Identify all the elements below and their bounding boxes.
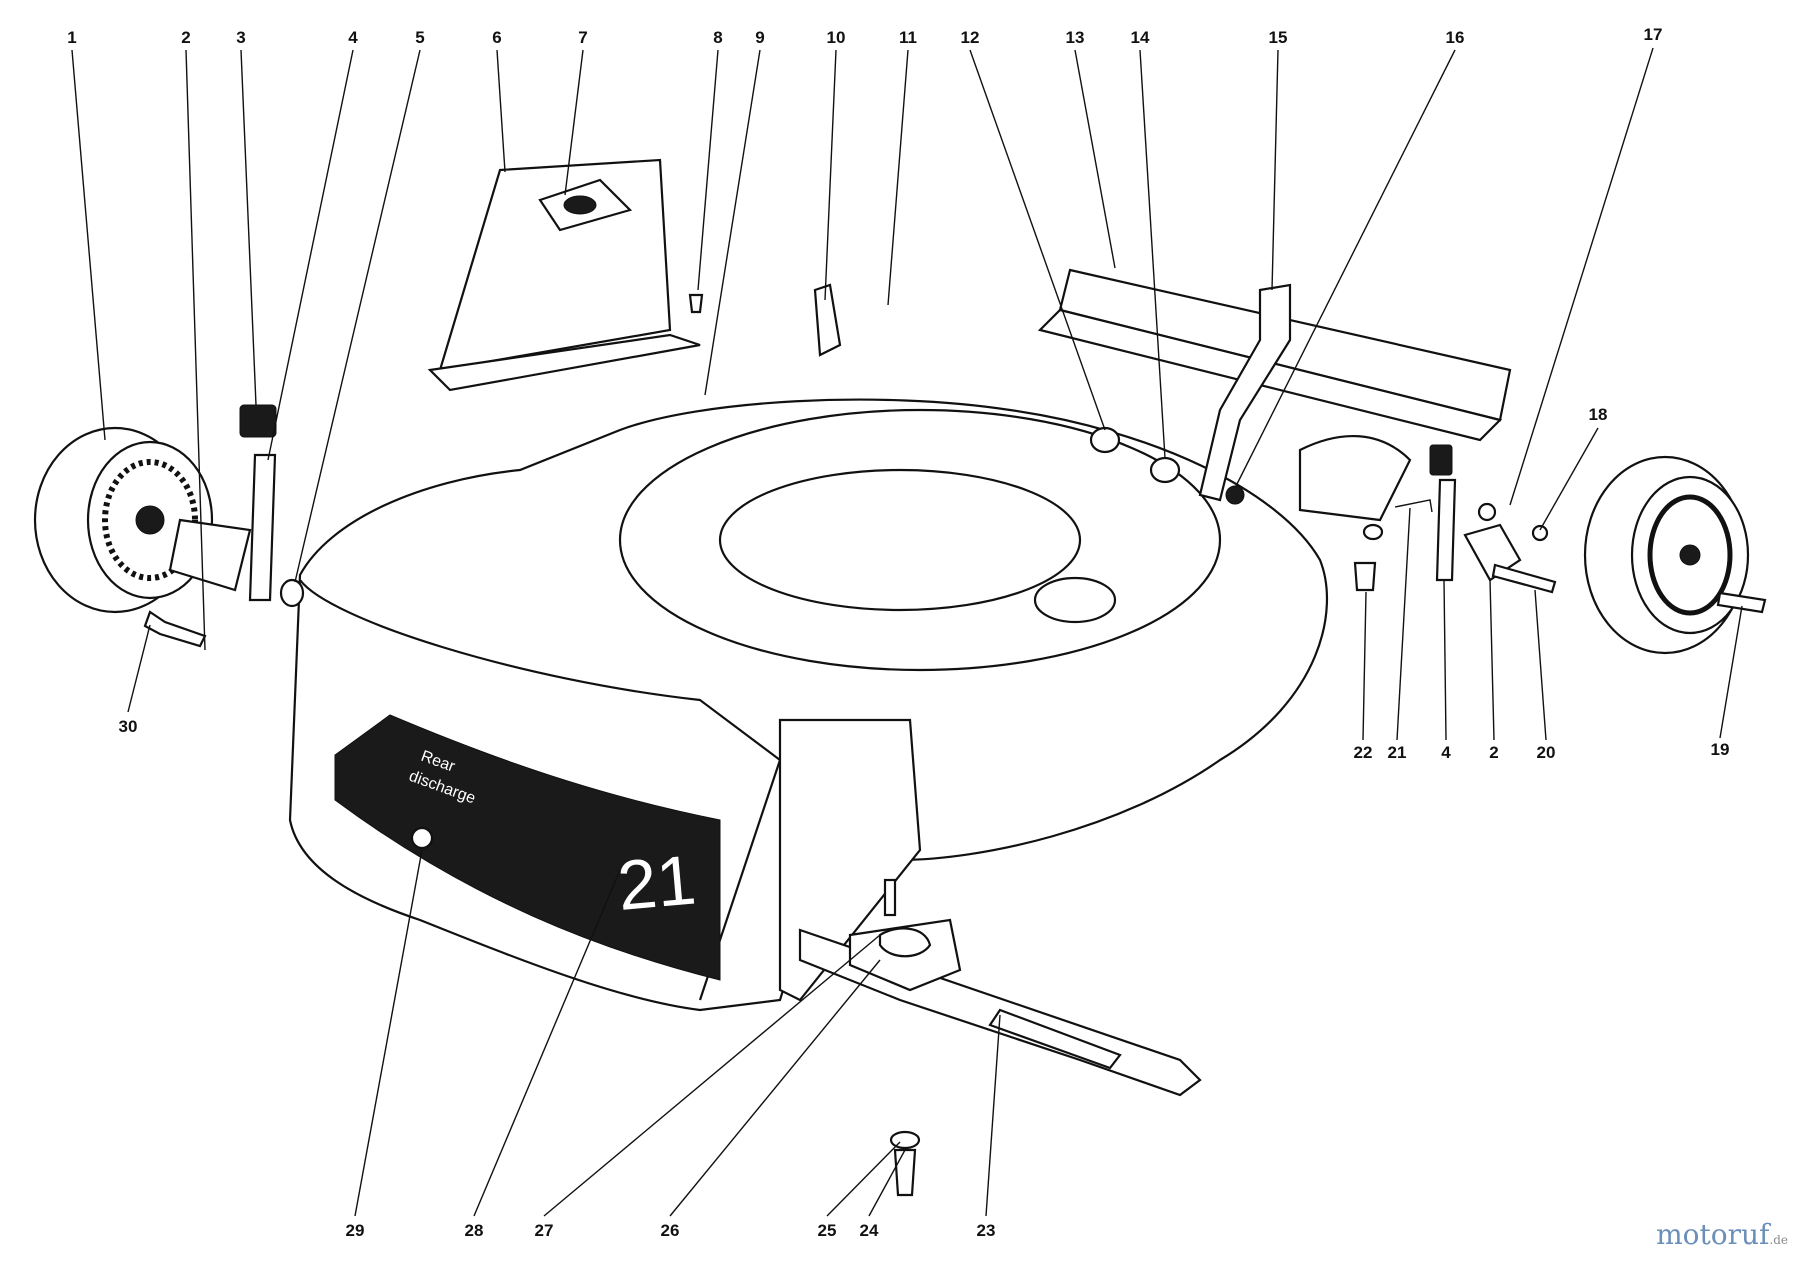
callout-17: 17: [1644, 25, 1663, 44]
leader-line: [564, 49, 584, 196]
leader-line: [868, 1149, 906, 1217]
callout-2: 2: [181, 28, 190, 47]
callout-numbers: 1 2 3 4 5 6 7 8 9 10 11 12 13 14 15 16 1…: [67, 25, 1729, 1240]
leader-line: [1139, 49, 1166, 459]
leader-line: [1234, 49, 1456, 489]
leader-line: [1362, 591, 1367, 741]
callout-29: 29: [346, 1221, 365, 1240]
callout-4b: 4: [1441, 743, 1451, 762]
leader-lines: [71, 47, 1743, 1217]
callout-20: 20: [1537, 743, 1556, 762]
leader-line: [496, 49, 506, 173]
leader-line: [824, 49, 837, 301]
callout-9: 9: [755, 28, 764, 47]
callout-21: 21: [1388, 743, 1407, 762]
callout-13: 13: [1066, 28, 1085, 47]
leader-line: [185, 49, 206, 651]
callout-28: 28: [465, 1221, 484, 1240]
leader-line: [887, 49, 909, 306]
watermark-suffix: .de: [1769, 1233, 1788, 1247]
callout-12: 12: [961, 28, 980, 47]
leader-line: [354, 849, 423, 1217]
watermark-brand: motoruf: [1656, 1218, 1770, 1251]
leader-line: [543, 934, 881, 1217]
leader-line: [294, 49, 421, 583]
leader-line: [826, 1141, 901, 1217]
leader-line: [1719, 605, 1743, 739]
rear-discharge-decal: [334, 714, 721, 981]
callout-7: 7: [578, 28, 587, 47]
leader-line: [1074, 49, 1116, 269]
watermark: motoruf.de: [1656, 1218, 1788, 1251]
leader-line: [71, 49, 106, 441]
callout-25: 25: [818, 1221, 837, 1240]
leader-line: [1271, 49, 1279, 291]
callout-8: 8: [713, 28, 722, 47]
decal-model: 21: [615, 840, 699, 924]
right-axle-parts: [1353, 444, 1557, 594]
leader-line: [985, 1014, 1001, 1217]
leader-line: [1539, 427, 1599, 531]
callout-30: 30: [119, 717, 138, 736]
callout-19: 19: [1711, 740, 1730, 759]
callout-6: 6: [492, 28, 501, 47]
callout-4: 4: [348, 28, 358, 47]
callout-27: 27: [535, 1221, 554, 1240]
callout-18: 18: [1589, 405, 1608, 424]
leader-line: [127, 624, 151, 713]
leader-line: [1443, 579, 1447, 741]
callout-14: 14: [1131, 28, 1150, 47]
callout-26: 26: [661, 1221, 680, 1240]
right-wheel: [1583, 455, 1767, 655]
leader-line: [697, 49, 719, 291]
leader-line: [704, 49, 761, 396]
callout-3: 3: [236, 28, 245, 47]
callout-24: 24: [860, 1221, 879, 1240]
left-axle-parts: [143, 404, 305, 648]
callout-22: 22: [1354, 743, 1373, 762]
callout-15: 15: [1269, 28, 1288, 47]
callout-16: 16: [1446, 28, 1465, 47]
rear-flap: [427, 158, 701, 392]
leader-line: [473, 869, 621, 1217]
leader-line: [969, 49, 1106, 431]
leader-line: [1509, 47, 1654, 506]
leader-line: [1396, 507, 1411, 741]
callout-10: 10: [827, 28, 846, 47]
leader-line: [1489, 579, 1495, 741]
callout-1: 1: [67, 28, 76, 47]
leader-line: [267, 49, 354, 461]
height-adjuster: [1198, 283, 1412, 522]
leader-line: [1534, 589, 1547, 741]
blade-assembly: [798, 878, 1202, 1197]
callout-2b: 2: [1489, 743, 1498, 762]
callout-5: 5: [415, 28, 424, 47]
callout-23: 23: [977, 1221, 996, 1240]
leader-line: [669, 959, 881, 1217]
leader-line: [240, 49, 257, 406]
mower-deck: Rear discharge 21: [288, 398, 1329, 1012]
callout-11: 11: [899, 28, 917, 47]
